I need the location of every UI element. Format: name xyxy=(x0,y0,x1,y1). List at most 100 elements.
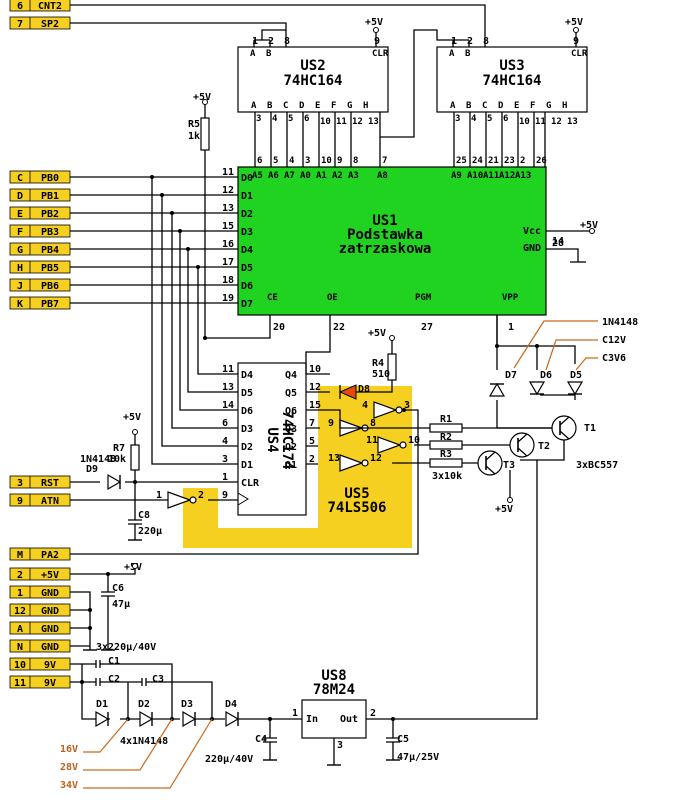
inverter-out-pin: 8 xyxy=(370,418,376,429)
us4-left-pin: 13 xyxy=(222,382,234,393)
us1-top-pin: 6 xyxy=(257,156,262,166)
us1-left-pin: 16 xyxy=(222,239,234,250)
t2-transistor xyxy=(509,432,535,458)
connector-pin-number: J xyxy=(17,281,23,292)
connector-pin-number: 12 xyxy=(14,606,26,617)
junction-dot xyxy=(495,344,499,348)
connector-signal: 9V xyxy=(44,678,56,689)
junction-dot xyxy=(535,344,539,348)
junction-dot xyxy=(178,229,182,233)
connector-pin-H: H PB5 xyxy=(9,260,71,274)
us3-ref: US3 xyxy=(499,58,524,74)
connector-pin-number: 9 xyxy=(17,496,23,507)
us2-out-pin: 3 xyxy=(256,114,261,124)
d7-label: D7 xyxy=(505,370,517,381)
connector-pin-2: 2+5V xyxy=(9,567,71,581)
d6-label: D6 xyxy=(540,370,552,381)
us4-left-name: D4 xyxy=(241,370,253,381)
us4-left-name: D5 xyxy=(241,388,253,399)
us3-out-name: G xyxy=(546,101,551,111)
us4-left-pin: 9 xyxy=(222,490,228,501)
us3-out-name: C xyxy=(482,101,487,111)
connector-signal: PB0 xyxy=(41,173,59,184)
junction-dot xyxy=(196,265,200,269)
us5-part: 74LS506 xyxy=(327,500,386,516)
plus5v-r7: +5V xyxy=(123,412,141,423)
supply-terminal xyxy=(573,27,579,33)
us3-out-name: B xyxy=(466,101,472,111)
us3-in-name: A xyxy=(449,49,455,59)
connector-pin-number: N xyxy=(17,642,23,653)
us1-left-pin: 11 xyxy=(222,167,234,178)
junction-dot xyxy=(133,480,137,484)
us1-top-pin: 9 xyxy=(337,156,342,166)
connector-signal: PB5 xyxy=(41,263,59,274)
us2-out-pin: 13 xyxy=(368,117,379,127)
supply-terminal xyxy=(132,563,138,569)
connector-pin-number: 6 xyxy=(17,1,23,12)
c6-ref: C6 xyxy=(112,583,124,594)
us3-in-name: CLR xyxy=(571,49,588,59)
us1-left-name: D5 xyxy=(241,263,253,274)
us8-pin-out: 2 xyxy=(370,708,376,719)
us3-out-pin: 12 xyxy=(551,117,562,127)
connector-pin-number: E xyxy=(17,209,23,220)
junction-dot xyxy=(402,408,406,412)
us2-out-name: H xyxy=(363,101,368,111)
plus5v-t3: +5V xyxy=(495,504,513,515)
us2-part: 74HC164 xyxy=(283,73,342,89)
t3-transistor xyxy=(477,450,503,476)
us3-in-pin: 8 xyxy=(483,36,489,47)
us1-bottom-pin: 20 xyxy=(273,322,285,333)
us3-in-name: B xyxy=(465,49,471,59)
us3-out-pin: 10 xyxy=(519,117,530,127)
us2-in-pin: 2 xyxy=(268,36,274,47)
d3-diode xyxy=(182,710,197,728)
connector-signal: +5V xyxy=(41,570,59,581)
d4-label: D4 xyxy=(225,699,237,710)
inverter-in-pin: 11 xyxy=(366,435,378,446)
connector-pin-number: H xyxy=(17,263,23,274)
us4-left-pin: 6 xyxy=(222,418,228,429)
us1-top-name: A0 xyxy=(300,171,311,181)
us1-top-name: A12 xyxy=(499,171,515,181)
c8-value: 220µ xyxy=(138,526,162,537)
junction-dot xyxy=(80,680,84,684)
us4-left-name: D1 xyxy=(241,460,253,471)
us1-gnd-label: GND xyxy=(523,243,541,254)
us3-out-name: H xyxy=(562,101,567,111)
connector-pin-number: D xyxy=(17,191,23,202)
v28-label: 28V xyxy=(60,762,78,773)
d2-label: D2 xyxy=(138,699,150,710)
us1-left-pin: 15 xyxy=(222,221,234,232)
us1-top-name: A5 xyxy=(252,171,263,181)
us2-in-name: A xyxy=(250,49,256,59)
us4-right-name: Q1 xyxy=(285,460,297,471)
junction-dot xyxy=(186,247,190,251)
us2-out-name: G xyxy=(347,101,352,111)
us1-left-name: D4 xyxy=(241,245,253,256)
t1-transistor xyxy=(551,415,577,441)
us3-out-pin: 5 xyxy=(487,114,492,124)
us1-left-name: D3 xyxy=(241,227,253,238)
c4-ref: C4 xyxy=(255,734,267,745)
inverter-out-pin: 2 xyxy=(198,490,204,501)
supply-terminal xyxy=(389,335,395,341)
us4-left-name: CLR xyxy=(241,478,260,489)
us3-out-name: F xyxy=(530,101,535,111)
us2-out-name: A xyxy=(251,101,257,111)
d9-value: 1N4148 xyxy=(80,454,116,465)
us2-out-name: E xyxy=(315,101,320,111)
us3-in-pin: 2 xyxy=(467,36,473,47)
connector-signal: 9V xyxy=(44,660,56,671)
connector-pin-number: 1 xyxy=(17,588,23,599)
junction-dot xyxy=(268,717,272,721)
us4-left-pin: 4 xyxy=(222,436,228,447)
